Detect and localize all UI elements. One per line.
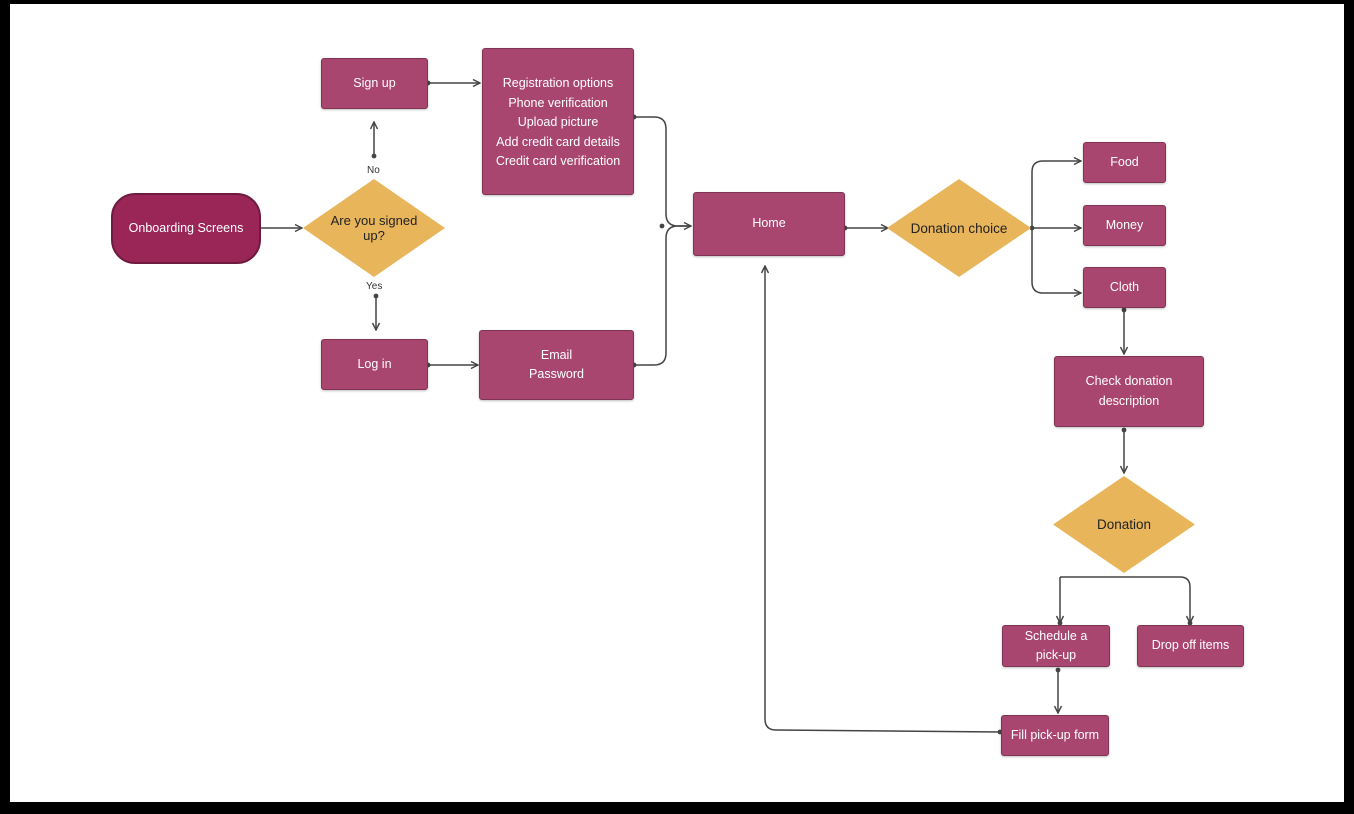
edge-donation-to-drop-off	[1060, 576, 1190, 623]
signed-up-decision-label: Are you signed up?	[331, 213, 418, 243]
home-node[interactable]: Home	[693, 192, 845, 256]
onboarding-screens-node[interactable]: Onboarding Screens	[111, 193, 261, 264]
onboarding-screens-label: Onboarding Screens	[128, 220, 244, 235]
log-in-node[interactable]: Log in	[321, 339, 428, 390]
log-in-label: Log in	[357, 356, 392, 371]
login-credentials-node[interactable]: Email Password	[479, 330, 634, 400]
registration-step-3: Upload picture	[517, 115, 599, 129]
edge-registration-to-home	[634, 116, 691, 226]
donation-decision[interactable]: Donation	[1052, 475, 1196, 574]
edge-choice-to-cloth	[1031, 228, 1081, 293]
schedule-pickup-node[interactable]: Schedule a pick-up	[1002, 625, 1110, 667]
signed-up-line-2: up?	[363, 228, 385, 243]
donation-choice-decision[interactable]: Donation choice	[886, 178, 1032, 278]
food-label: Food	[1110, 154, 1139, 169]
decision-diamond-shape	[887, 179, 1031, 277]
sign-up-label: Sign up	[353, 75, 396, 90]
money-node[interactable]: Money	[1083, 205, 1166, 246]
cloth-node[interactable]: Cloth	[1083, 267, 1166, 308]
fill-pickup-form-label: Fill pick-up form	[1010, 727, 1100, 742]
registration-steps-node[interactable]: Registration options Phone verification …	[482, 48, 634, 195]
food-node[interactable]: Food	[1083, 142, 1166, 183]
edge-label-no: No	[367, 165, 380, 176]
donation-choice-label: Donation choice	[910, 220, 1008, 236]
decision-diamond-shape	[1053, 476, 1195, 573]
drop-off-items-node[interactable]: Drop off items	[1137, 625, 1244, 667]
check-description-line-1: Check donation	[1085, 374, 1173, 388]
donation-decision-label: Donation	[1096, 517, 1152, 532]
cloth-label: Cloth	[1109, 279, 1140, 294]
registration-step-4: Add credit card details	[496, 134, 620, 149]
edge-choice-to-food	[1031, 161, 1081, 228]
fill-pickup-form-node[interactable]: Fill pick-up form	[1001, 715, 1109, 756]
money-label: Money	[1105, 217, 1144, 232]
edge-label-yes: Yes	[366, 281, 383, 292]
edge-credentials-to-home	[634, 225, 691, 366]
signed-up-line-1: Are you signed	[330, 213, 418, 228]
schedule-pickup-line-2: pick-up	[1035, 648, 1077, 662]
registration-step-2: Phone verification	[508, 95, 608, 110]
home-label: Home	[752, 216, 786, 231]
drop-off-items-label: Drop off items	[1151, 638, 1230, 653]
registration-step-5: Credit card verification	[495, 154, 621, 168]
registration-step-1: Registration options	[502, 76, 614, 90]
check-donation-description-node[interactable]: Check donation description	[1054, 356, 1204, 427]
decision-diamond-shape	[303, 179, 445, 277]
check-description-line-2: description	[1098, 393, 1160, 408]
sign-up-node[interactable]: Sign up	[321, 58, 428, 109]
edge-form-to-home	[765, 266, 1001, 733]
signed-up-decision[interactable]: Are you signed up?	[302, 178, 446, 278]
credentials-password: Password	[529, 367, 584, 381]
credentials-email: Email	[540, 347, 573, 362]
schedule-pickup-line-1: Schedule a	[1024, 629, 1088, 643]
